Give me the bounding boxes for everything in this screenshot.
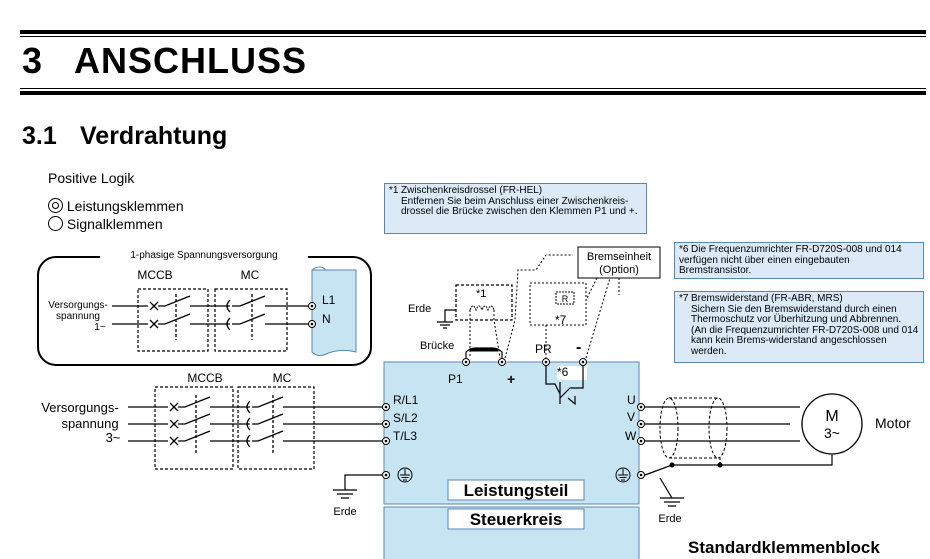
dc-reactor-box: [455, 284, 513, 321]
bottom-rule: [20, 91, 926, 95]
mccb-label-3ph: MCCB: [187, 371, 222, 385]
supply-3ph-line3: 3~: [106, 430, 121, 445]
single-phase-title: 1-phasige Spannungsversorgung: [130, 250, 277, 261]
circle-icon: [48, 216, 63, 231]
note-1-title: Zwischenkreisdrossel (FR-HEL): [401, 185, 543, 196]
brake-transistor: [545, 366, 584, 406]
mc-label-1ph: MC: [241, 268, 260, 282]
terminal-minus: -: [576, 339, 581, 356]
supply-3ph-line2: spannung: [61, 416, 118, 431]
note-7-title: Bremswiderstand (FR-ABR, MRS): [691, 293, 843, 304]
terminal-u: U: [627, 393, 636, 407]
top-rule: [20, 30, 926, 34]
top-rule-thin: [20, 36, 926, 37]
marker-6: *6: [557, 365, 569, 379]
earth-label-right: Erde: [658, 513, 681, 525]
section-title: Verdrahtung: [80, 122, 228, 150]
marker-1: *1: [476, 288, 486, 300]
terminal-rl1: R/L1: [393, 393, 419, 407]
chapter-number: 3: [22, 40, 44, 81]
section-heading: 3.1 Verdrahtung: [22, 122, 227, 151]
terminal-sl2: S/L2: [393, 411, 418, 425]
double-circle-icon: [48, 198, 63, 213]
mc-label-3ph: MC: [273, 371, 292, 385]
motor-phase: 3~: [824, 425, 840, 441]
control-circuit-label: Steuerkreis: [470, 510, 563, 529]
brake-unit-line1: Bremseinheit: [587, 251, 651, 263]
legend-signal-terminals: Signalklemmen: [48, 216, 163, 232]
note-1-marker: *1: [389, 185, 399, 196]
terminal-tl3: T/L3: [393, 429, 417, 443]
terminal-plus: +: [507, 371, 515, 387]
earth-label-left: Erde: [333, 506, 356, 518]
standard-block-label: Standardklemmenblock: [688, 538, 880, 557]
note-7-body: Sichern Sie den Bremswiderstand durch ei…: [691, 303, 919, 357]
legend-power-terminals: Leistungsklemmen: [48, 198, 184, 214]
motor-label: Motor: [875, 415, 911, 431]
motor-symbol: [801, 393, 863, 455]
note-6-marker: *6: [679, 244, 689, 255]
supply-3ph-line1: Versorgungs-: [41, 400, 118, 415]
brake-unit-box: [577, 246, 661, 279]
terminal-v: V: [627, 410, 635, 424]
chapter-heading: 3 ANSCHLUSS: [22, 40, 307, 82]
motor-m: M: [825, 408, 838, 425]
legend-signal-label: Signalklemmen: [66, 216, 163, 232]
supply-1ph-line1: Versorgungs-: [48, 300, 107, 311]
terminal-pr: PR: [535, 342, 552, 356]
earth-symbol-left: [397, 467, 413, 483]
mccb-label-1ph: MCCB: [137, 268, 172, 282]
single-phase-terminal-block: [311, 269, 357, 357]
supply-1ph-line3: 1~: [94, 322, 106, 333]
terminal-w: W: [625, 429, 637, 443]
logic-label: Positive Logik: [48, 170, 135, 186]
resistor-r: R: [562, 294, 569, 304]
chapter-title: ANSCHLUSS: [74, 40, 308, 81]
brake-unit-line2: (Option): [599, 264, 639, 276]
terminal-l1: L1: [322, 293, 336, 307]
marker-7: *7: [555, 313, 567, 327]
brake-resistor-box: [529, 282, 587, 358]
note-6-body: Die Frequenzumrichter FR-D720S-008 und 0…: [679, 244, 902, 276]
legend-power-label: Leistungsklemmen: [66, 198, 184, 214]
earth-label-reactor: Erde: [408, 303, 431, 315]
bottom-rule-thin: [20, 88, 926, 89]
power-section-label: Leistungsteil: [464, 481, 569, 500]
supply-1ph-line2: spannung: [56, 311, 100, 322]
ground-left: [333, 474, 382, 499]
note-1-body: Entfernen Sie beim Anschluss einer Zwisc…: [401, 195, 638, 217]
terminal-n: N: [322, 312, 331, 326]
note-7-marker: *7: [679, 293, 689, 304]
earth-symbol-right: [615, 467, 631, 483]
section-number: 3.1: [22, 122, 57, 150]
bridge-label: Brücke: [420, 340, 454, 352]
terminal-p1: P1: [448, 372, 463, 386]
